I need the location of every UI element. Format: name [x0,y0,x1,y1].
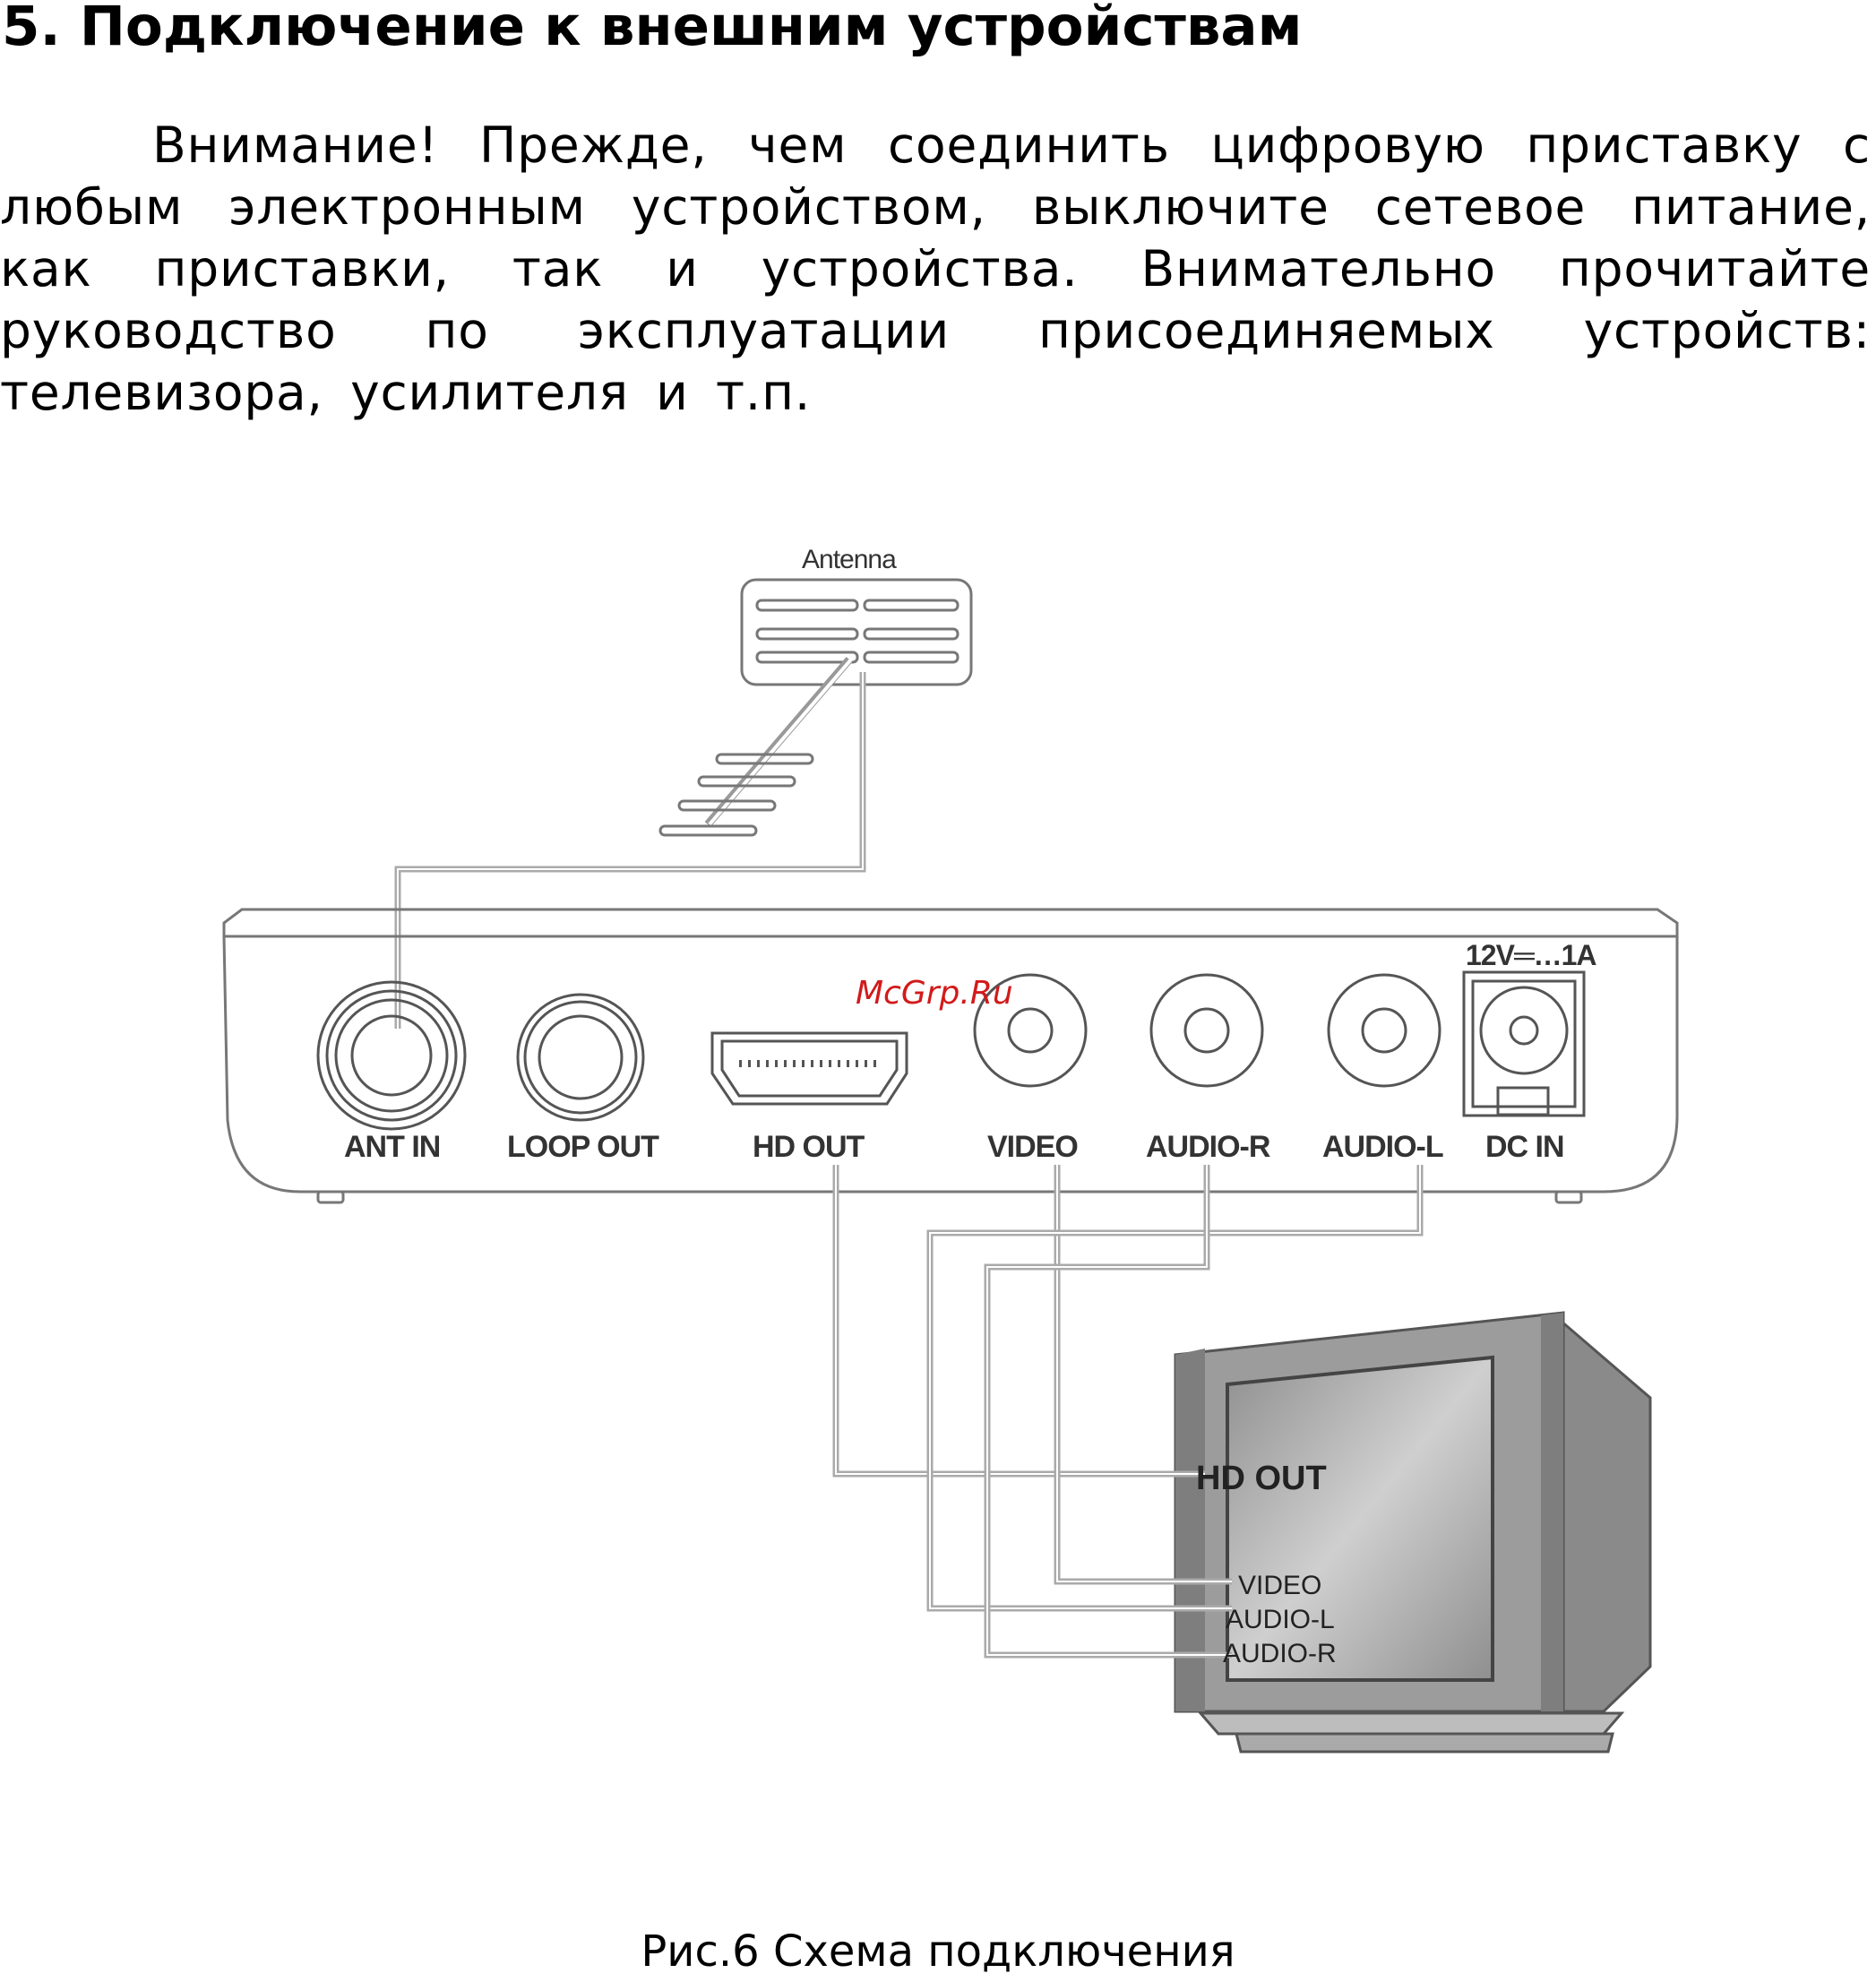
television-icon [1174,1311,1652,1754]
video-label: VIDEO [987,1130,1078,1164]
video-cable [1054,1165,1232,1585]
warning-paragraph: Внимание! Прежде, чем соединить цифровую… [0,116,1871,421]
ant-in-label: ANT IN [344,1130,440,1164]
video-port [973,973,1088,1088]
audio-l-label: AUDIO-L [1322,1130,1443,1164]
hdmi-cable [832,1165,1205,1478]
audio-r-label: AUDIO-R [1146,1130,1270,1164]
figure-caption: Рис.6 Схема подключения [641,1926,1235,1977]
antenna-label: Antenna [802,545,897,574]
hd-out-label: HD OUT [753,1130,865,1164]
dc-in-label: DC IN [1485,1130,1564,1164]
tv-audio-l-label: AUDIO-L [1226,1605,1335,1634]
audio-l-port [1327,973,1441,1088]
loop-out-port [516,993,645,1122]
receiver-box [222,908,1679,1204]
tv-audio-r-label: AUDIO-R [1223,1639,1337,1668]
audio-r-cable [984,1165,1232,1659]
connection-diagram: Antenna ANT IN LOOP OUT HD OU [222,545,1679,1754]
loop-out-label: LOOP OUT [507,1130,659,1164]
dc-in-port [1462,970,1586,1117]
audio-r-port [1149,973,1264,1088]
section-title: 5. Подключение к внешним устройствам [2,0,1303,58]
hdmi-port [710,1031,908,1106]
ant-in-port [316,980,467,1131]
watermark: McGrp.Ru [856,975,1013,1012]
power-rating-label: 12V═…1A [1466,939,1596,971]
antenna-icon [658,578,973,837]
audio-l-cable [926,1165,1424,1612]
tv-video-label: VIDEO [1238,1571,1321,1600]
tv-hd-out-label: HD OUT [1196,1460,1327,1497]
